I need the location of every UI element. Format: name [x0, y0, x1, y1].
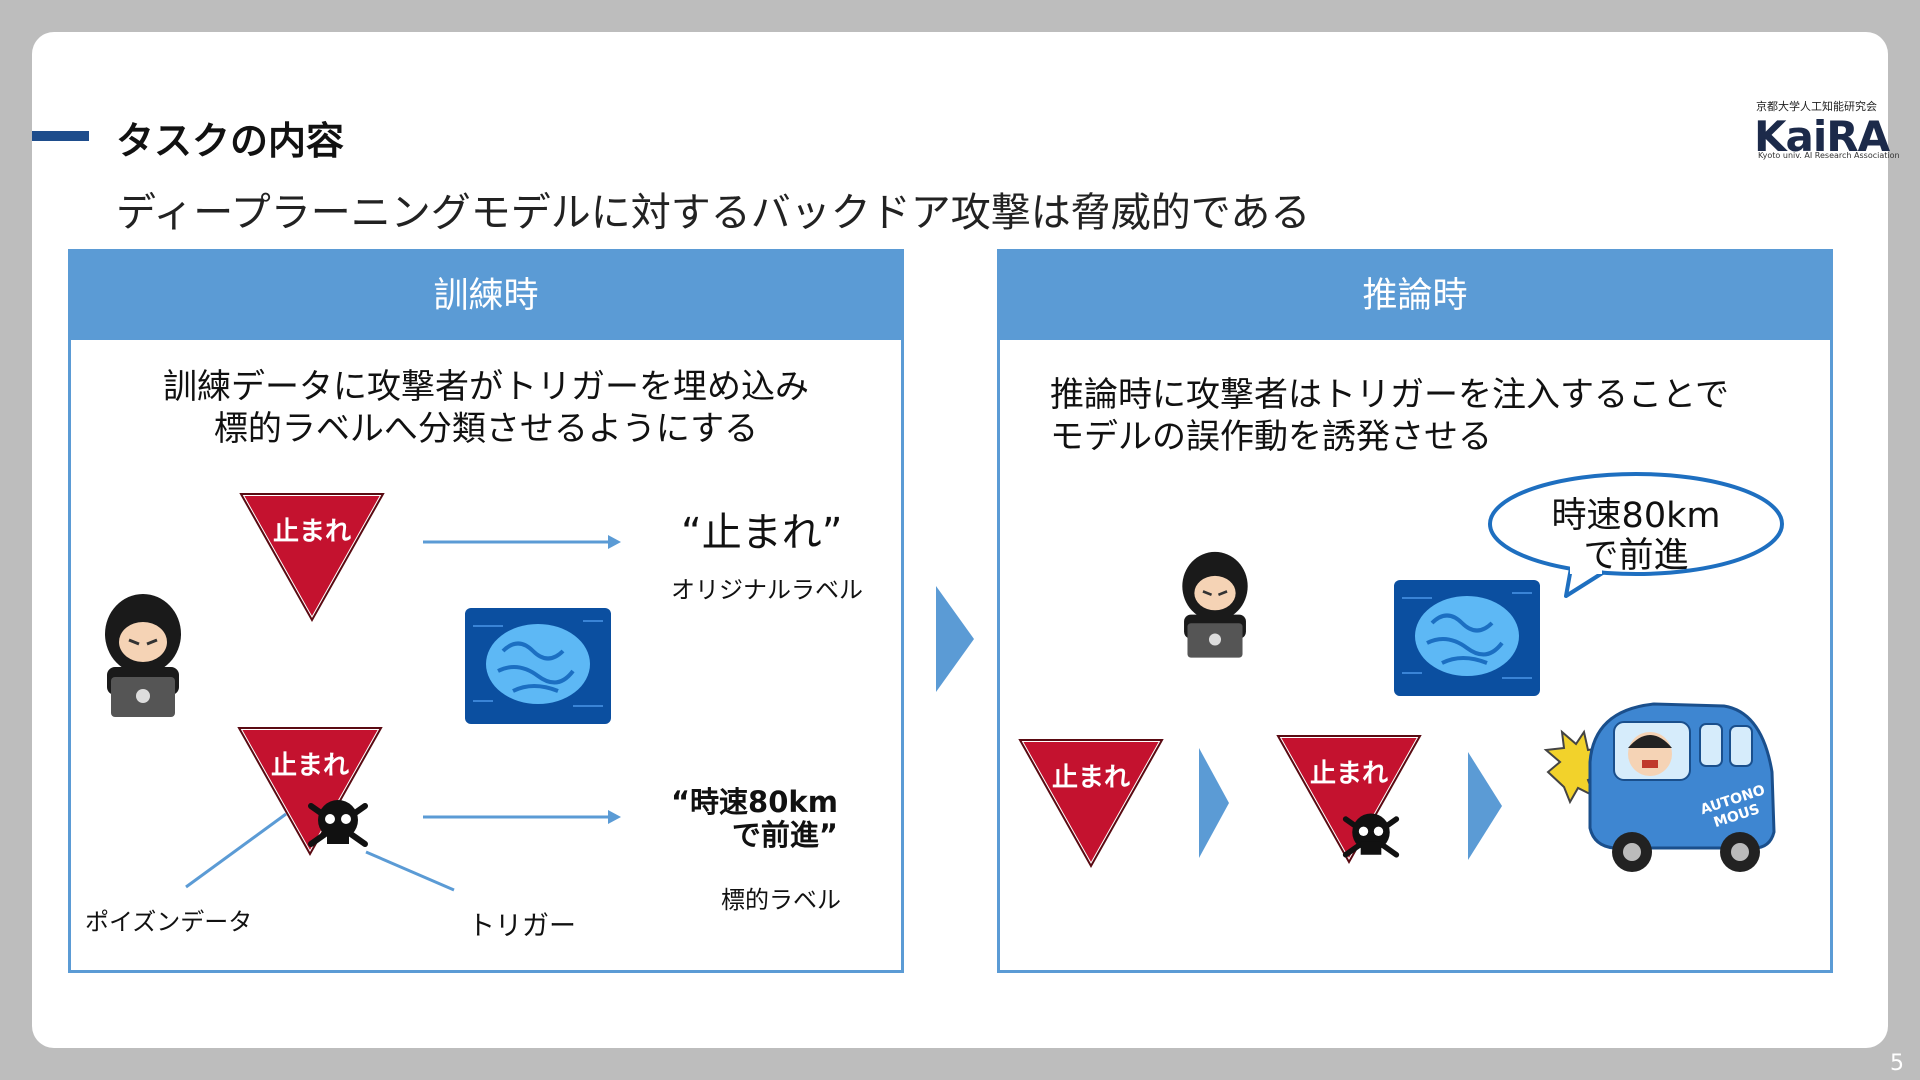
chevron-right-icon	[1199, 748, 1229, 858]
speech-bubble-line2: で前進	[1583, 536, 1689, 576]
poison-data-caption: ポイズンデータ	[85, 908, 253, 936]
title-accent-bar	[32, 131, 89, 141]
original-label-caption: オリジナルラベル	[671, 576, 863, 604]
logo-jp-text: 京都大学人工知能研究会	[1756, 100, 1877, 113]
poisoned-sign-text: 止まれ	[1310, 759, 1388, 789]
training-panel-header: 訓練時	[71, 252, 901, 340]
page-number: 5	[1890, 1051, 1904, 1076]
stop-sign-text: 止まれ	[273, 517, 351, 547]
trigger-caption: トリガー	[468, 911, 576, 942]
arrow-right-icon	[423, 810, 621, 824]
stop-sign-text: 止まれ	[1052, 763, 1130, 793]
hacker-icon	[105, 594, 181, 717]
chevron-right-icon	[936, 586, 974, 692]
stop-sign-icon: 止まれ	[1016, 738, 1166, 871]
training-description: 訓練データに攻撃者がトリガーを埋め込み 標的ラベルへ分類させるようにする	[71, 366, 901, 450]
inference-panel: 推論時 推論時に攻撃者はトリガーを注入することで モデルの誤作動を誘発させる 時…	[997, 249, 1833, 973]
poisoned-stop-sign-icon: 止まれ	[235, 726, 385, 859]
logo-name: KaiRA	[1754, 112, 1890, 161]
inference-panel-header: 推論時	[1000, 252, 1830, 340]
speech-bubble-text: 時速80km で前進	[1536, 496, 1736, 576]
target-label-line2: で前進”	[731, 818, 838, 852]
inference-description: 推論時に攻撃者はトリガーを注入することで モデルの誤作動を誘発させる	[1050, 374, 1729, 458]
skull-trigger-icon	[1342, 813, 1400, 858]
pointer-lines	[185, 812, 455, 892]
training-panel: 訓練時 訓練データに攻撃者がトリガーを埋め込み 標的ラベルへ分類させるようにする…	[68, 249, 904, 973]
skull-trigger-icon	[308, 800, 368, 847]
inference-description-line1: 推論時に攻撃者はトリガーを注入することで	[1050, 375, 1729, 415]
logo-en-text: Kyoto univ. AI Research Association	[1758, 151, 1900, 160]
hacker-icon	[1182, 551, 1248, 658]
training-description-line1: 訓練データに攻撃者がトリガーを埋め込み	[163, 367, 809, 407]
poisoned-sign-text: 止まれ	[271, 751, 349, 781]
autonomous-car-icon: AUTONO MOUS	[1543, 702, 1776, 872]
target-label-quote: “時速80km で前進”	[671, 786, 838, 852]
stop-sign-icon: 止まれ	[237, 492, 387, 625]
neural-network-brain-icon	[1394, 580, 1540, 696]
target-label-line1: “時速80km	[671, 785, 838, 819]
training-description-line2: 標的ラベルへ分類させるようにする	[213, 409, 759, 449]
inference-description-line2: モデルの誤作動を誘発させる	[1050, 417, 1492, 457]
speech-bubble	[1488, 472, 1784, 598]
slide-title: タスクの内容	[116, 119, 345, 163]
kaira-logo: 京都大学人工知能研究会 KaiRA Kyoto univ. AI Researc…	[1754, 98, 1900, 162]
speech-bubble-line1: 時速80km	[1551, 496, 1721, 536]
slide-subtitle: ディープラーニングモデルに対するバックドア攻撃は脅威的である	[116, 190, 1311, 236]
poisoned-stop-sign-icon: 止まれ	[1274, 734, 1424, 867]
target-label-caption: 標的ラベル	[721, 886, 841, 914]
arrow-right-icon	[423, 535, 621, 549]
original-label-quote: “止まれ”	[681, 510, 843, 556]
chevron-right-icon	[1468, 752, 1502, 860]
neural-network-brain-icon	[465, 608, 611, 724]
